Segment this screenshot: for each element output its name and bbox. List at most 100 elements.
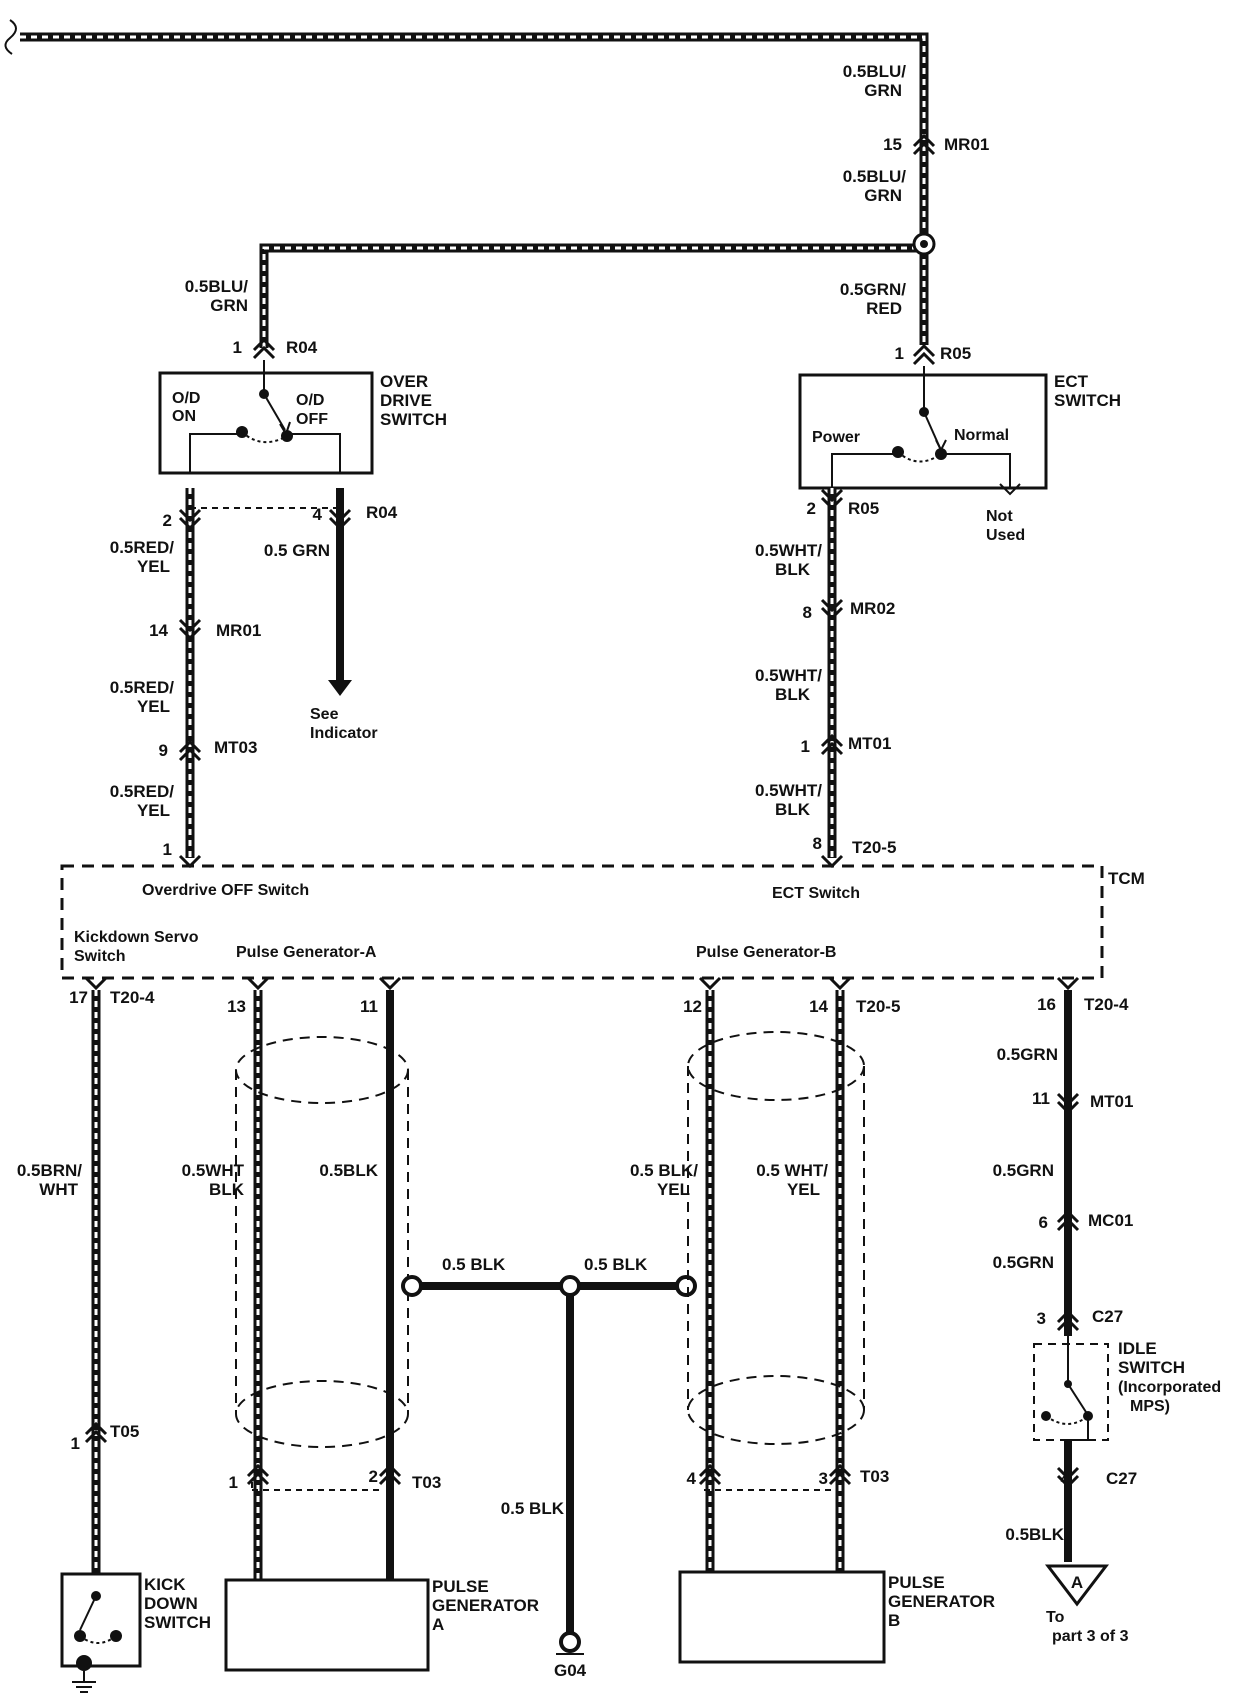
connector-t03-b: 4 3 T03 xyxy=(687,1463,889,1488)
tcm-kickdown-b: Switch xyxy=(74,948,126,965)
svg-text:Kickdown Servo: Kickdown Servo xyxy=(74,929,199,946)
overdrive-switch-title-c: SWITCH xyxy=(380,410,447,429)
offpage-label-a: To xyxy=(1046,1609,1065,1626)
idle-title-d: MPS) xyxy=(1130,1398,1170,1415)
offpage-label-b: part 3 of 3 xyxy=(1052,1628,1129,1645)
ect-not-used-b: Used xyxy=(986,527,1025,544)
tcm-overdrive-off: Overdrive OFF Switch xyxy=(142,882,309,899)
od-on-label-b: ON xyxy=(172,408,196,425)
wire-label-pgb-2a: 0.5 WHT/ xyxy=(756,1161,828,1180)
name-t20-4-right: T20-4 xyxy=(1084,995,1129,1014)
name-r05-top: R05 xyxy=(940,344,971,363)
see-indicator-b: Indicator xyxy=(310,725,378,742)
svg-text:DOWN: DOWN xyxy=(144,1594,198,1613)
overdrive-switch: O/D ON O/D OFF xyxy=(158,360,374,475)
pin-mr02: 8 xyxy=(803,603,812,622)
idle-title-a: IDLE xyxy=(1118,1339,1157,1358)
svg-text:YEL: YEL xyxy=(137,557,170,576)
ect-switch-title-b: SWITCH xyxy=(1054,391,1121,410)
connector-t03-a: 1 2 T03 xyxy=(229,1463,441,1492)
od-on-label-a: O/D xyxy=(172,390,200,407)
pin-12: 12 xyxy=(683,997,702,1016)
wire-label-ect-out-1b: BLK xyxy=(775,560,811,579)
wire-label-od-out-1b: YEL xyxy=(137,557,170,576)
wire-label-idle-1: 0.5GRN xyxy=(997,1045,1058,1064)
svg-text:See: See xyxy=(310,706,339,723)
wire-label-left-top-b: GRN xyxy=(210,296,248,315)
svg-text:OVER: OVER xyxy=(380,372,428,391)
wire-label-pgb-1b: YEL xyxy=(657,1180,690,1199)
pin-mc01: 6 xyxy=(1039,1213,1048,1232)
wire-label-ect-in-b: RED xyxy=(866,299,902,318)
tcm-kickdown-a: Kickdown Servo xyxy=(74,929,199,946)
svg-text:WHT: WHT xyxy=(39,1180,78,1199)
wire-label-ect-out-3a: 0.5WHT/ xyxy=(755,781,822,800)
wire-label-od-out-2a: 0.5RED/ xyxy=(110,678,175,697)
svg-text:ON: ON xyxy=(172,408,196,425)
connector-mc01: 6 MC01 xyxy=(1039,1209,1133,1232)
kickdown-switch xyxy=(60,1572,142,1693)
wire-label-ect-out-1a: 0.5WHT/ xyxy=(755,541,822,560)
name-t03-a: T03 xyxy=(412,1473,441,1492)
svg-text:0.5 WHT/: 0.5 WHT/ xyxy=(756,1161,828,1180)
pin-t03-4: 4 xyxy=(687,1469,697,1488)
pulse-generator-b xyxy=(678,1570,886,1664)
wire-label-od-out-2b: YEL xyxy=(137,697,170,716)
svg-text:Indicator: Indicator xyxy=(310,725,378,742)
wire-label-ect-out-2b: BLK xyxy=(775,685,811,704)
pin-mr01-left: 14 xyxy=(149,621,168,640)
pin-16: 16 xyxy=(1037,995,1056,1014)
svg-text:0.5BLU/: 0.5BLU/ xyxy=(843,167,907,186)
offpage-connector-a xyxy=(1044,1564,1110,1607)
name-mr01-left: MR01 xyxy=(216,621,261,640)
wire-label-pga-2: 0.5BLK xyxy=(319,1161,378,1180)
ect-power-label: Power xyxy=(812,429,860,446)
wire-label-top-right-2b: GRN xyxy=(864,186,902,205)
pin-mt03: 9 xyxy=(159,741,168,760)
pin-11: 11 xyxy=(360,997,378,1016)
wire-label-od-out-3b: YEL xyxy=(137,801,170,820)
svg-text:Not: Not xyxy=(986,508,1013,525)
kickdown-title-c: SWITCH xyxy=(144,1613,211,1632)
pin-mt01-right: 1 xyxy=(801,737,810,756)
pgb-title-a: PULSE xyxy=(888,1573,945,1592)
wire-label-pgb-2b: YEL xyxy=(787,1180,820,1199)
svg-text:BLK: BLK xyxy=(209,1180,245,1199)
pin-t03-3: 3 xyxy=(819,1469,828,1488)
wire-label-idle-out: 0.5BLK xyxy=(1005,1525,1064,1544)
wire-label-ect-out-2a: 0.5WHT/ xyxy=(755,666,822,685)
connector-c27-bot: 4 C27 xyxy=(1056,1466,1137,1489)
connector-mt01-right: 1 MT01 xyxy=(801,733,891,756)
pin-t20-5-top: 8 xyxy=(813,834,822,853)
svg-text:PULSE: PULSE xyxy=(888,1573,945,1592)
wire-label-od-out-3a: 0.5RED/ xyxy=(110,782,175,801)
name-mt01-right: MT01 xyxy=(848,734,891,753)
name-t20-5-top: T20-5 xyxy=(852,838,896,857)
svg-text:0.5WHT/: 0.5WHT/ xyxy=(755,781,822,800)
svg-text:SWITCH: SWITCH xyxy=(1118,1358,1185,1377)
pulse-generator-a xyxy=(224,1578,430,1672)
svg-text:GRN: GRN xyxy=(210,296,248,315)
name-c27-top: C27 xyxy=(1092,1307,1123,1326)
wire-label-top-right-1b: GRN xyxy=(864,81,902,100)
pin-c27-bot: 4 xyxy=(1061,1469,1071,1488)
wire-label-ground: 0.5 BLK xyxy=(501,1499,565,1518)
pin-17: 17 xyxy=(69,988,88,1007)
shield-ground xyxy=(421,1275,697,1655)
name-mr02: MR02 xyxy=(850,599,895,618)
svg-text:SWITCH: SWITCH xyxy=(144,1613,211,1632)
see-indicator-a: See xyxy=(310,706,339,723)
svg-text:Switch: Switch xyxy=(74,948,126,965)
tcm-pulse-gen-a: Pulse Generator-A xyxy=(236,944,377,961)
pin-14: 14 xyxy=(809,997,828,1016)
svg-text:O/D: O/D xyxy=(172,390,200,407)
pin-mt01-bot: 11 xyxy=(1032,1089,1050,1108)
wire-label-od-out-1a: 0.5RED/ xyxy=(110,538,175,557)
connector-mt01-bot: 11 MT01 xyxy=(1032,1089,1133,1115)
wire-label-pgb-1a: 0.5 BLK/ xyxy=(630,1161,698,1180)
svg-text:MPS): MPS) xyxy=(1130,1398,1170,1415)
svg-text:Used: Used xyxy=(986,527,1025,544)
wire-label-idle-2: 0.5GRN xyxy=(993,1161,1054,1180)
wire-label-ect-out-3b: BLK xyxy=(775,800,811,819)
name-mt03: MT03 xyxy=(214,738,257,757)
